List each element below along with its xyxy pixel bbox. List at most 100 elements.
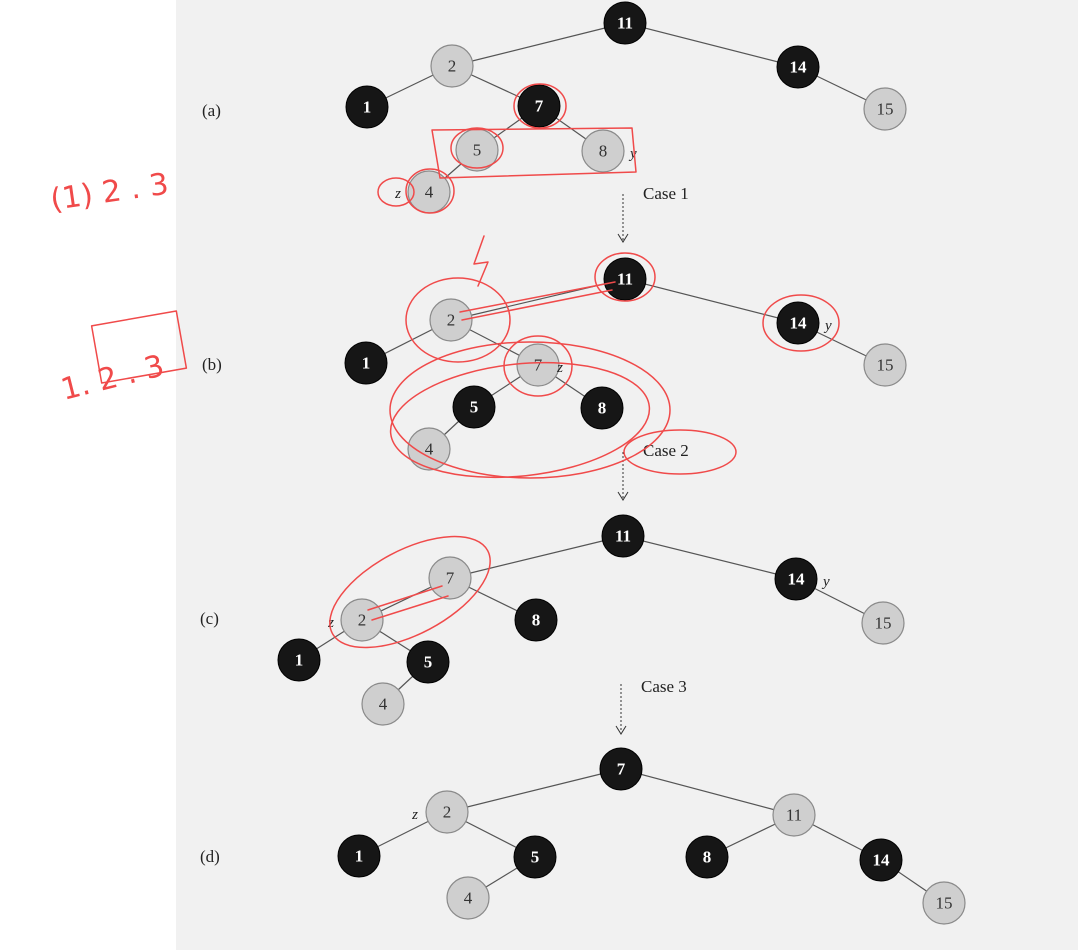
- node-key: 1: [362, 354, 371, 373]
- left-margin: [0, 0, 176, 950]
- tree-edge: [446, 768, 622, 813]
- tree-node-15: 15: [863, 87, 907, 131]
- node-key: 7: [534, 356, 543, 375]
- tree-node-14: 14: [776, 45, 820, 89]
- node-key: 5: [470, 398, 479, 417]
- case-3-transition: Case 3: [615, 677, 687, 735]
- node-key: 1: [363, 98, 372, 117]
- node-key: 8: [598, 399, 607, 418]
- node-circle: [603, 1, 647, 45]
- node-key: 15: [875, 614, 892, 633]
- node-key: 8: [703, 848, 712, 867]
- node-key: 15: [877, 356, 894, 375]
- node-circle: [513, 835, 557, 879]
- pointer-label-z: z: [556, 360, 563, 376]
- note-2-box: [90, 310, 188, 384]
- tree-node-11: 11: [603, 1, 647, 45]
- panel-label-b: (b): [202, 355, 222, 374]
- node-circle: [774, 557, 818, 601]
- node-circle: [430, 44, 474, 88]
- node-circle: [859, 838, 903, 882]
- node-circle: [776, 301, 820, 345]
- tree-edge: [622, 535, 797, 580]
- case-1-arrowhead: [617, 233, 629, 243]
- node-key: 15: [877, 100, 894, 119]
- node-key: 4: [425, 440, 434, 459]
- tree-node-7: 7: [428, 556, 472, 600]
- tree-node-8: 8: [581, 129, 625, 173]
- circle-node-7-a: [513, 83, 567, 129]
- node-circle: [429, 298, 473, 342]
- tree-node-8: 8: [580, 386, 624, 430]
- circle-case-2-label: [623, 429, 737, 475]
- diagram-background: [176, 0, 1078, 950]
- node-circle: [599, 747, 643, 791]
- node-key: 14: [790, 314, 808, 333]
- node-circle: [581, 129, 625, 173]
- circle-node-5-a: [450, 127, 504, 169]
- tree-node-2: 2: [429, 298, 473, 342]
- tree-node-2: 2: [340, 598, 384, 642]
- subtree-loop-b-outer: [389, 361, 651, 479]
- panel-label-c: (c): [200, 609, 219, 628]
- tree-node-2: 2: [425, 790, 469, 834]
- tree-node-14: 14: [859, 838, 903, 882]
- tree-node-7: 7: [599, 747, 643, 791]
- case-2-label: Case 2: [643, 441, 689, 460]
- link-2-to-11-b: [459, 281, 616, 321]
- case-1-transition: Case 1: [617, 184, 689, 243]
- tree-node-14: 14: [776, 301, 820, 345]
- node-key: 4: [464, 889, 473, 908]
- node-key: 8: [532, 611, 541, 630]
- circle-z-label-a: [377, 177, 415, 207]
- tree-node-2: 2: [430, 44, 474, 88]
- circle-node-11-b: [594, 252, 656, 302]
- case-3-arrowhead: [615, 725, 627, 735]
- node-circle: [344, 341, 388, 385]
- tree-node-5: 5: [452, 385, 496, 429]
- node-circle: [685, 835, 729, 879]
- node-key: 7: [617, 760, 626, 779]
- node-key: 15: [936, 894, 953, 913]
- tree-node-15: 15: [861, 601, 905, 645]
- pointer-label-y: y: [628, 146, 637, 162]
- node-key: 5: [424, 653, 433, 672]
- tree-node-5: 5: [406, 640, 450, 684]
- node-key: 14: [788, 570, 806, 589]
- tree-edge: [449, 535, 624, 579]
- tree-node-8: 8: [685, 835, 729, 879]
- tree-node-11: 11: [601, 514, 645, 558]
- node-circle: [361, 682, 405, 726]
- pointer-label-z: z: [327, 615, 334, 631]
- node-key: 11: [786, 806, 802, 825]
- tree-node-4: 4: [361, 682, 405, 726]
- node-key: 1: [295, 651, 304, 670]
- node-key: 11: [615, 527, 631, 546]
- tree-node-5: 5: [513, 835, 557, 879]
- node-circle: [863, 87, 907, 131]
- case-2-arrowhead: [617, 491, 629, 501]
- tree-node-1: 1: [345, 85, 389, 129]
- link-2-to-7-c: [367, 585, 449, 621]
- node-circle: [516, 343, 560, 387]
- subtree-loop-b: [389, 341, 671, 479]
- node-circle: [407, 427, 451, 471]
- node-circle: [580, 386, 624, 430]
- node-circle: [517, 84, 561, 128]
- node-key: 5: [473, 141, 482, 160]
- arrow-mark-b: [473, 235, 489, 287]
- case-1-label: Case 1: [643, 184, 689, 203]
- tree-edge: [620, 768, 795, 816]
- tree-node-8: 8: [514, 598, 558, 642]
- tree-edge: [624, 22, 799, 68]
- node-circle: [922, 881, 966, 925]
- tree-node-15: 15: [922, 881, 966, 925]
- circle-node-4-a: [405, 168, 455, 214]
- tree-edge: [451, 22, 626, 67]
- node-circle: [861, 601, 905, 645]
- node-circle: [452, 385, 496, 429]
- case-3-label: Case 3: [641, 677, 687, 696]
- pointer-label-y: y: [823, 318, 832, 334]
